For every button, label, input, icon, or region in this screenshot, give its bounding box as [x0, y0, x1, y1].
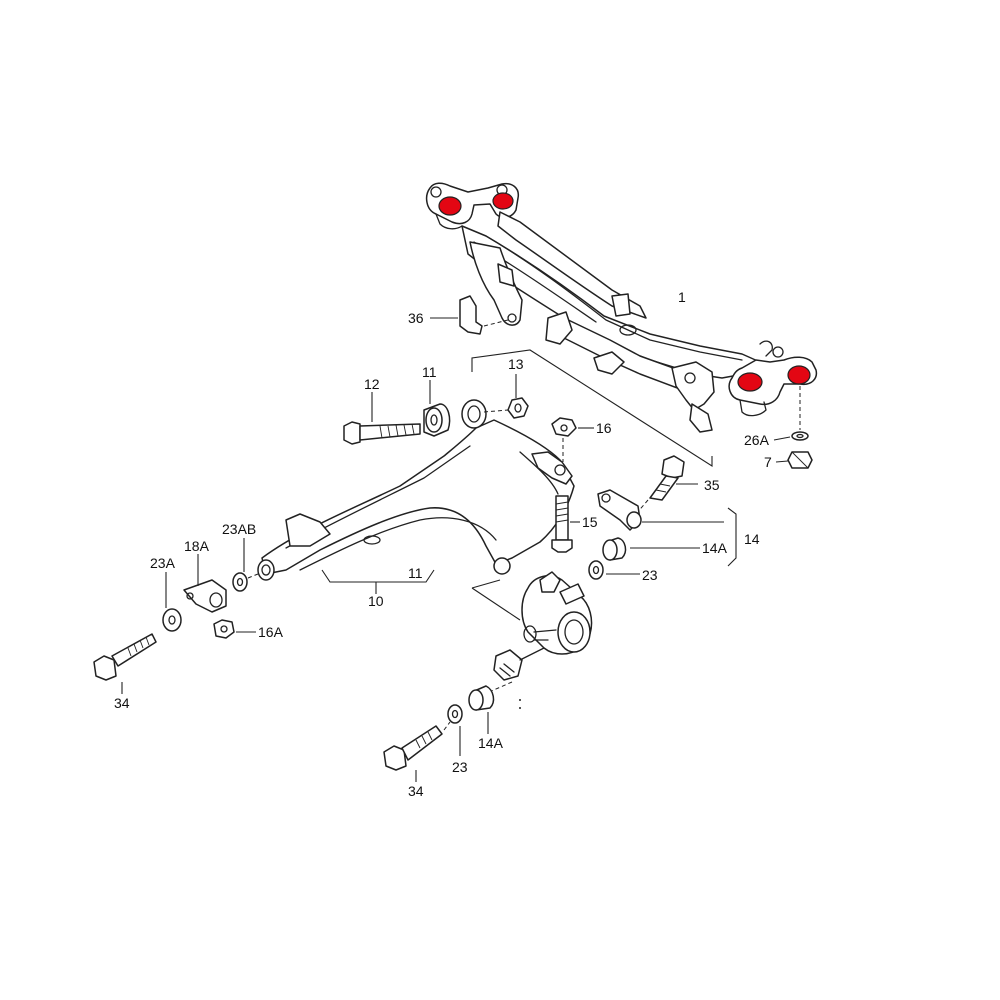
washer-23ab[interactable] [232, 538, 248, 592]
bushing-rear-right[interactable] [787, 365, 811, 385]
bolt-35[interactable] [649, 455, 698, 501]
label-part-23-lower: 23 [452, 759, 468, 775]
label-part-23ab: 23AB [222, 521, 256, 537]
label-part-14a-upper: 14A [702, 540, 728, 556]
bushing-front-left[interactable] [438, 196, 462, 216]
label-part-16a: 16A [258, 624, 284, 640]
bracket-36[interactable] [430, 295, 509, 335]
label-part-15: 15 [582, 514, 598, 530]
label-part-35: 35 [704, 477, 720, 493]
label-part-11-lower: 11 [408, 565, 423, 581]
nut-16a[interactable] [213, 619, 256, 639]
label-part-34-left: 34 [114, 695, 130, 711]
nut-16[interactable] [551, 417, 594, 437]
bushing-14a-upper[interactable] [602, 537, 700, 561]
bolt-34-lower[interactable] [383, 725, 443, 782]
label-part-23-upper: 23 [642, 567, 658, 583]
label-part-14a-lower: 14A [478, 735, 504, 751]
bushing-front-right[interactable] [492, 192, 514, 210]
washer-26a[interactable] [773, 431, 809, 441]
bolt-34-left[interactable] [93, 633, 157, 694]
subframe-bushing-highlights[interactable] [438, 192, 811, 392]
control-arm-bracket-10 [321, 569, 435, 594]
group-14-brace [727, 507, 737, 567]
label-part-26a: 26A [744, 432, 770, 448]
nut-7[interactable] [775, 451, 813, 469]
link-assembly-14[interactable] [597, 489, 724, 531]
bushing-11[interactable] [423, 380, 451, 437]
label-part-7: 7 [764, 454, 772, 470]
label-part-16: 16 [596, 420, 612, 436]
subframe-crossmember[interactable] [425, 182, 818, 433]
label-part-10: 10 [368, 593, 384, 609]
control-arm-10[interactable] [257, 399, 575, 581]
label-part-34-lower: 34 [408, 783, 424, 799]
bolt-12[interactable] [343, 392, 421, 445]
wheel-carrier[interactable] [479, 571, 593, 697]
washer-23a[interactable] [162, 572, 182, 632]
label-part-12: 12 [364, 376, 380, 392]
label-part-23a: 23A [150, 555, 176, 571]
label-part-36: 36 [408, 310, 424, 326]
bolt-15[interactable] [551, 495, 580, 553]
bushing-rear-left[interactable] [737, 372, 763, 392]
nut-13[interactable] [507, 374, 529, 419]
label-part-1: 1 [678, 289, 686, 305]
washer-23-upper[interactable] [588, 560, 640, 580]
bushing-14a-lower[interactable] [468, 685, 495, 734]
washer-23-lower[interactable] [447, 704, 463, 756]
label-part-13: 13 [508, 356, 524, 372]
clamp-18a[interactable] [183, 554, 227, 613]
label-part-14: 14 [744, 531, 760, 547]
label-part-11-upper: 11 [422, 364, 437, 380]
label-part-18a: 18A [184, 538, 210, 554]
